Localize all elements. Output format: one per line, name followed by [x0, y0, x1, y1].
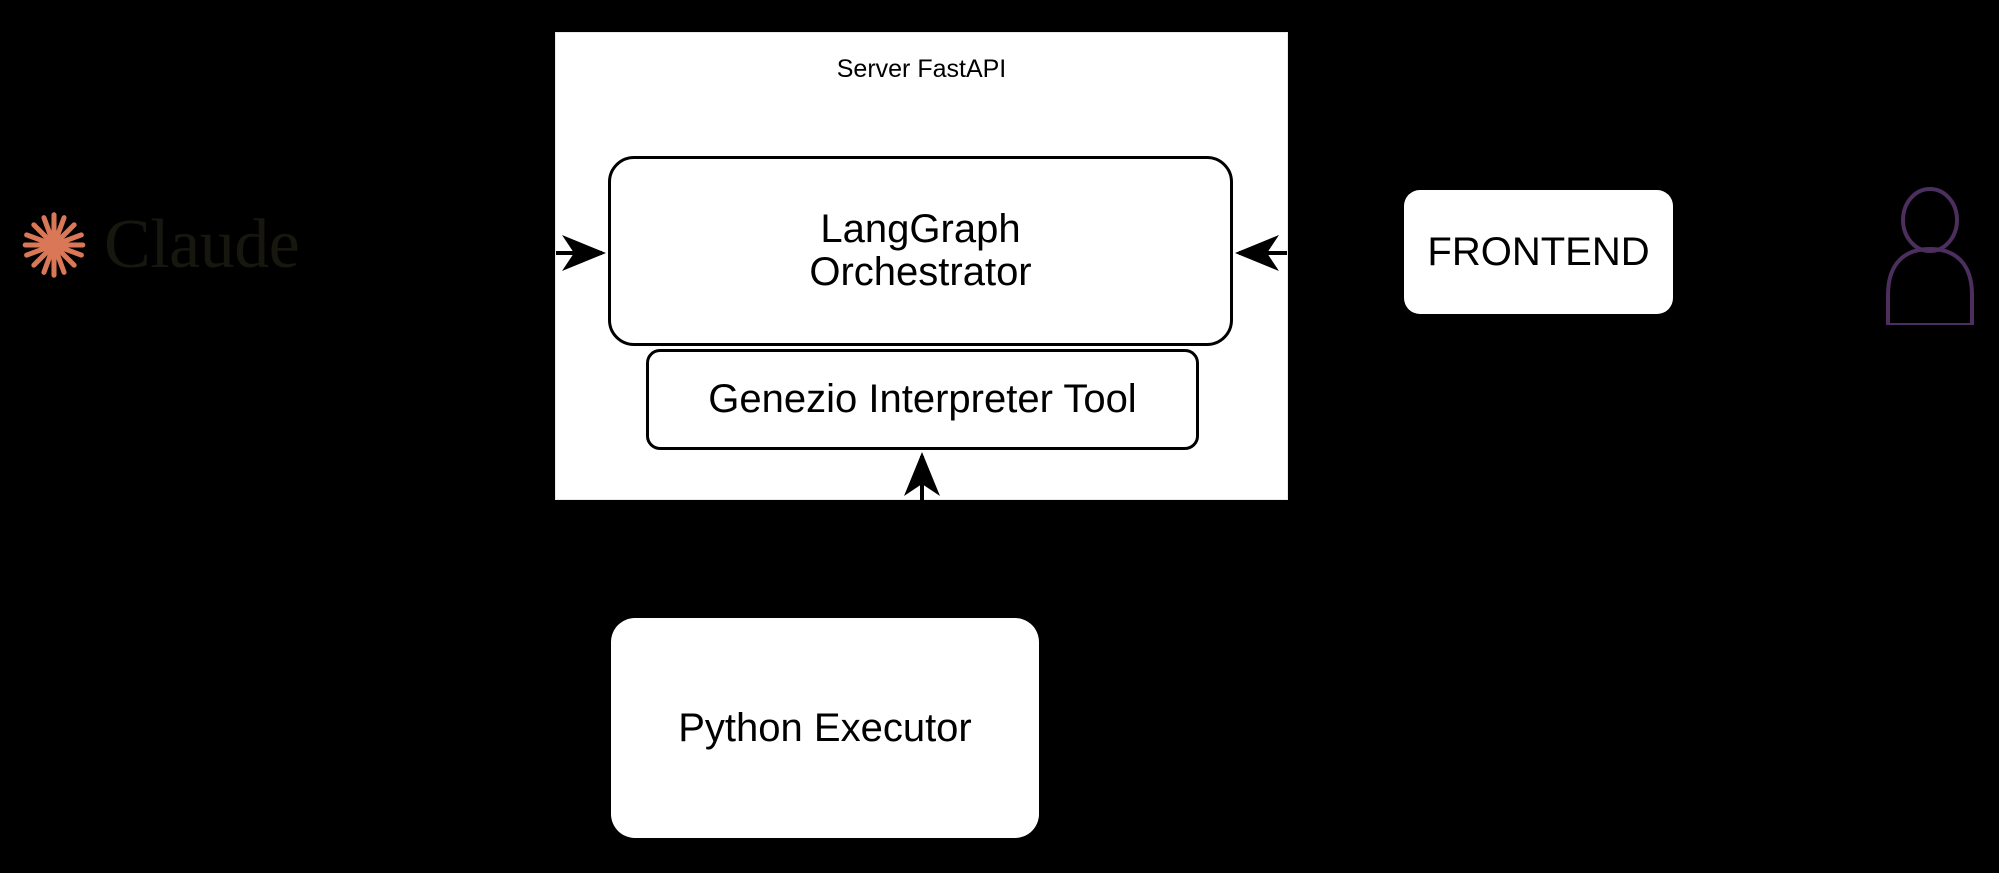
orchestrator-label-line2: Orchestrator: [809, 250, 1032, 294]
genezio-label: Genezio Interpreter Tool: [708, 377, 1137, 421]
python-executor-label: Python Executor: [678, 705, 972, 750]
node-python-executor[interactable]: Python Executor: [611, 618, 1039, 838]
user-person-icon: [1886, 187, 1974, 325]
node-langgraph-orchestrator[interactable]: LangGraph Orchestrator: [608, 156, 1233, 346]
orchestrator-label-line1: LangGraph: [820, 206, 1021, 251]
node-frontend[interactable]: FRONTEND: [1404, 190, 1673, 314]
claude-logo: Claude: [18, 200, 348, 290]
claude-starburst-icon: [22, 212, 86, 278]
node-genezio-interpreter-tool[interactable]: Genezio Interpreter Tool: [646, 349, 1199, 450]
claude-wordmark: Claude: [104, 206, 300, 283]
frontend-label: FRONTEND: [1427, 229, 1650, 274]
server-fastapi-title: Server FastAPI: [836, 55, 1007, 83]
